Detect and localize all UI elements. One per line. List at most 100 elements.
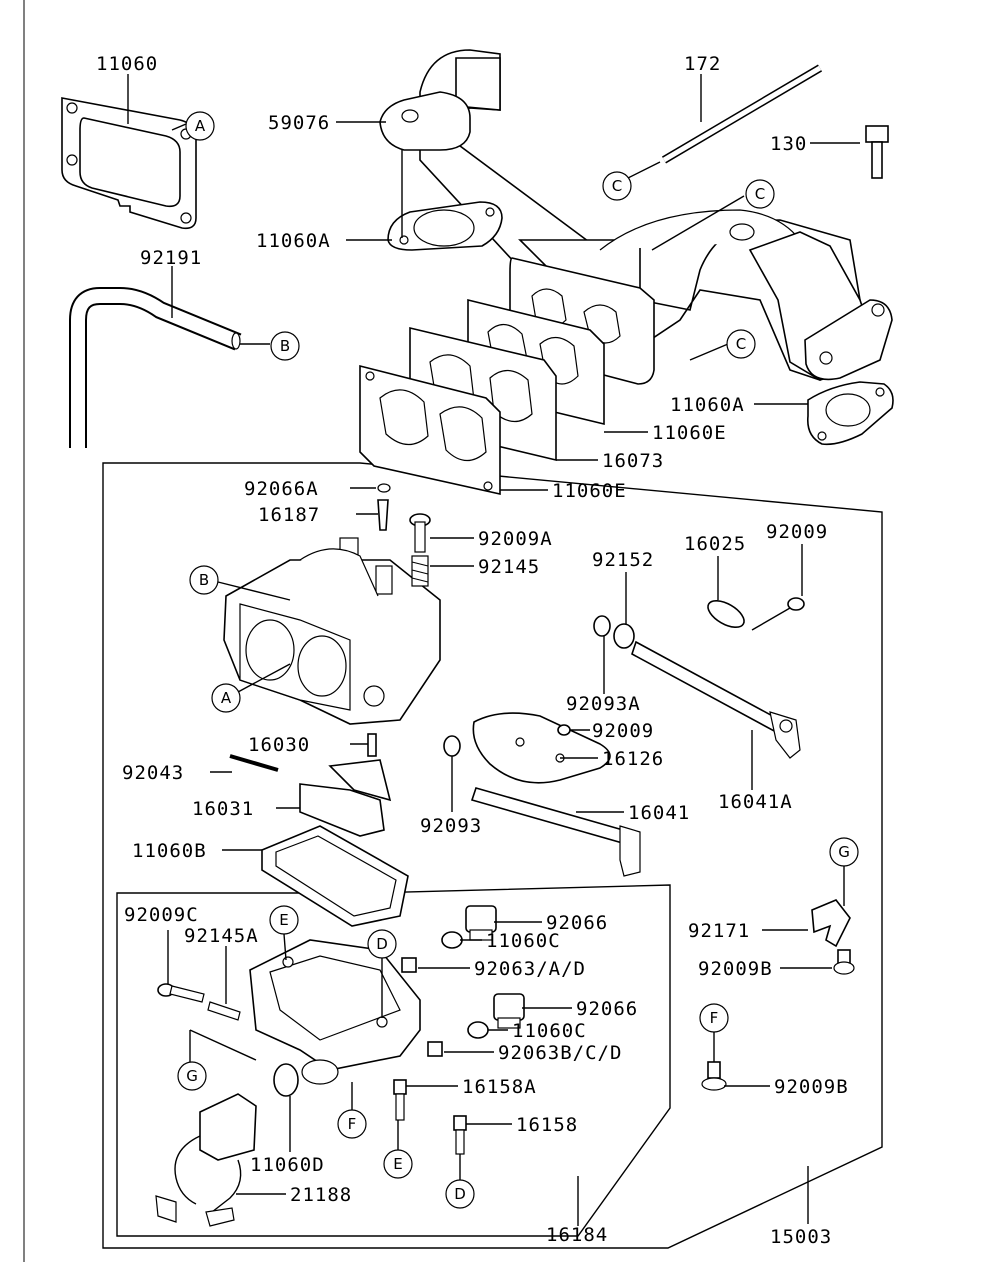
collar-92152	[613, 623, 635, 649]
label-11060D: 11060D	[250, 1154, 325, 1176]
jet-16158A	[393, 1079, 407, 1121]
label-172: 172	[684, 53, 721, 75]
label-16158A: 16158A	[462, 1076, 537, 1098]
label-92009B-1: 92009B	[698, 958, 773, 980]
label-21188: 21188	[290, 1184, 352, 1206]
label-92063BCD: 92063B/C/D	[498, 1042, 622, 1064]
solenoid-21188	[155, 1093, 257, 1227]
screw-92009A	[409, 513, 431, 553]
callout-D-1: D	[367, 929, 397, 959]
svg-text:C: C	[736, 335, 746, 353]
svg-text:E: E	[279, 911, 288, 929]
label-130: 130	[770, 133, 807, 155]
screw-92063BCD	[427, 1041, 443, 1057]
spring-92145	[411, 555, 429, 587]
stud-172	[661, 64, 823, 164]
spring-92145A	[207, 1001, 241, 1021]
svg-text:E: E	[393, 1155, 402, 1173]
svg-text:D: D	[454, 1185, 466, 1203]
callout-B-1: B	[270, 331, 300, 361]
callout-D-2: D	[445, 1179, 475, 1209]
svg-text:D: D	[376, 935, 388, 953]
label-11060C-2: 11060C	[512, 1020, 587, 1042]
label-59076: 59076	[268, 112, 330, 134]
label-92009C: 92009C	[124, 904, 199, 926]
svg-text:B: B	[280, 337, 290, 355]
label-92066A: 92066A	[244, 478, 319, 500]
label-11060E-2: 11060E	[552, 480, 627, 502]
label-11060A-2: 11060A	[670, 394, 745, 416]
gasket-11060C-lower	[467, 1021, 489, 1039]
callout-E-2: E	[383, 1149, 413, 1179]
label-16041A: 16041A	[718, 791, 793, 813]
label-92171: 92171	[688, 920, 750, 942]
label-16073: 16073	[602, 450, 664, 472]
svg-text:A: A	[221, 689, 232, 707]
gasket-11060D	[273, 1063, 299, 1097]
assembly-frame-15003	[102, 462, 883, 1249]
label-92009-2: 92009	[592, 720, 654, 742]
intake-manifold	[379, 49, 893, 385]
label-92093A: 92093A	[566, 693, 641, 715]
spacer-gaskets	[359, 298, 605, 495]
callout-C-1: C	[602, 171, 632, 201]
callout-G-1: G	[829, 837, 859, 867]
label-92009-1: 92009	[766, 521, 828, 543]
screw-92009C	[157, 983, 205, 1003]
label-92191: 92191	[140, 247, 202, 269]
label-92152: 92152	[592, 549, 654, 571]
svg-text:B: B	[199, 571, 209, 589]
label-16126: 16126	[602, 748, 664, 770]
callout-B-2: B	[189, 565, 219, 595]
callout-A-2: A	[211, 683, 241, 713]
callout-E-1: E	[269, 905, 299, 935]
svg-text:F: F	[710, 1009, 719, 1027]
label-92145: 92145	[478, 556, 540, 578]
svg-text:G: G	[186, 1067, 198, 1085]
part-number-labels: 11060 172 59076 130 11060A 92191 11060A …	[96, 53, 848, 1248]
gasket-11060	[61, 97, 197, 230]
gasket-11060A-upper	[387, 201, 503, 251]
throttle-plate-16126	[472, 712, 611, 784]
label-11060C-1: 11060C	[486, 930, 561, 952]
carburetor-body	[223, 537, 441, 725]
label-16030: 16030	[248, 734, 310, 756]
bracket-92171	[811, 899, 851, 948]
callout-F-2: F	[337, 1109, 367, 1139]
svg-text:A: A	[195, 117, 206, 135]
throttle-shaft-16041	[470, 787, 641, 877]
label-16187: 16187	[258, 504, 320, 526]
drain-bolt-92066-lower	[493, 993, 525, 1029]
needle-16030	[367, 733, 377, 757]
screw-92009-lower	[557, 724, 571, 736]
screw-92063AD	[401, 957, 417, 973]
hose-92191	[69, 287, 242, 448]
seal-92093	[443, 735, 461, 757]
svg-text:F: F	[348, 1115, 357, 1133]
float-bowl	[249, 939, 421, 1085]
callout-G-2: G	[177, 1061, 207, 1091]
label-11060: 11060	[96, 53, 158, 75]
callout-A-1: A	[185, 111, 215, 141]
label-16031: 16031	[192, 798, 254, 820]
svg-text:C: C	[755, 185, 765, 203]
label-92066-1: 92066	[546, 912, 608, 934]
svg-text:C: C	[612, 177, 622, 195]
label-92093: 92093	[420, 815, 482, 837]
label-16041: 16041	[628, 802, 690, 824]
label-92145A: 92145A	[184, 925, 259, 947]
label-11060E-1: 11060E	[652, 422, 727, 444]
jet-16158	[453, 1115, 467, 1155]
callout-letters: A B C C C B A G E D F G F E D	[177, 111, 859, 1209]
float-16031	[299, 759, 392, 837]
screw-92009B-upper	[833, 949, 855, 975]
label-92009A: 92009A	[478, 528, 553, 550]
label-16184: 16184	[546, 1224, 608, 1246]
callout-C-3: C	[726, 329, 756, 359]
seal-92093A	[593, 615, 611, 637]
gasket-11060A-lower	[806, 381, 894, 446]
label-16158: 16158	[516, 1114, 578, 1136]
label-15003: 15003	[770, 1226, 832, 1248]
